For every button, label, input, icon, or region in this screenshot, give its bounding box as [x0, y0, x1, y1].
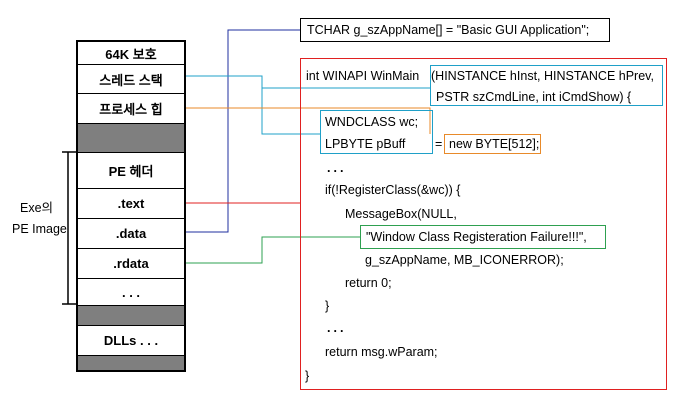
cell-gap-2 — [76, 305, 186, 325]
close-brace-1: } — [325, 299, 330, 313]
messagebox-line: MessageBox(NULL, — [345, 207, 457, 221]
wndclass-line: WNDCLASS wc; — [325, 115, 419, 129]
ellipsis-2: ... — [327, 321, 347, 335]
pe-image-bracket — [62, 151, 76, 305]
lpbyte-line: LPBYTE pBuff — [325, 137, 406, 151]
line-data-to-global — [186, 29, 300, 233]
cell-text: .text — [76, 188, 186, 218]
line-stack-to-params — [186, 75, 430, 89]
cell-gap-1 — [76, 123, 186, 152]
exe-label-line2: PE Image — [12, 222, 67, 236]
exe-label-line1: Exe의 — [20, 201, 54, 215]
winmain-params-line1: (HINSTANCE hInst, HINSTANCE hPrev, — [431, 69, 654, 83]
locals-box — [320, 110, 433, 154]
new-byte-box — [444, 134, 541, 154]
winmain-params-line2: PSTR szCmdLine, int iCmdShow) { — [436, 90, 632, 104]
error-string: "Window Class Registeration Failure!!!", — [366, 230, 587, 244]
cell-pe-header: PE 헤더 — [76, 152, 186, 188]
cell-dlls: DLLs . . . — [76, 325, 186, 355]
new-byte: new BYTE[512]; — [449, 137, 540, 151]
cell-rdata: .rdata — [76, 248, 186, 278]
return-zero: return 0; — [345, 276, 392, 290]
cell-process-heap: 프로세스 힙 — [76, 93, 186, 123]
cell-gap-3 — [76, 355, 186, 372]
global-decl: TCHAR g_szAppName[] = "Basic GUI Applica… — [307, 23, 590, 37]
winmain-prefix: int WINAPI WinMain — [306, 69, 420, 83]
cell-data: .data — [76, 218, 186, 248]
code-box — [300, 58, 667, 390]
cell-thread-stack: 스레드 스택 — [76, 64, 186, 93]
line-rdata-to-string — [186, 236, 360, 264]
return-msg: return msg.wParam; — [325, 345, 438, 359]
ellipsis-1: ... — [327, 161, 347, 175]
error-string-box — [360, 225, 606, 249]
if-line: if(!RegisterClass(&wc)) { — [325, 183, 461, 197]
global-decl-box: TCHAR g_szAppName[] = "Basic GUI Applica… — [300, 18, 610, 42]
winmain-params-box — [430, 65, 663, 106]
cell-64k-guard: 64K 보호 — [76, 40, 186, 64]
equals-sign: = — [435, 137, 443, 151]
cell-ellipsis: . . . — [76, 278, 186, 305]
line-heap-to-new — [186, 107, 431, 134]
appname-line: g_szAppName, MB_ICONERROR); — [365, 253, 564, 267]
close-brace-2: } — [305, 369, 310, 383]
